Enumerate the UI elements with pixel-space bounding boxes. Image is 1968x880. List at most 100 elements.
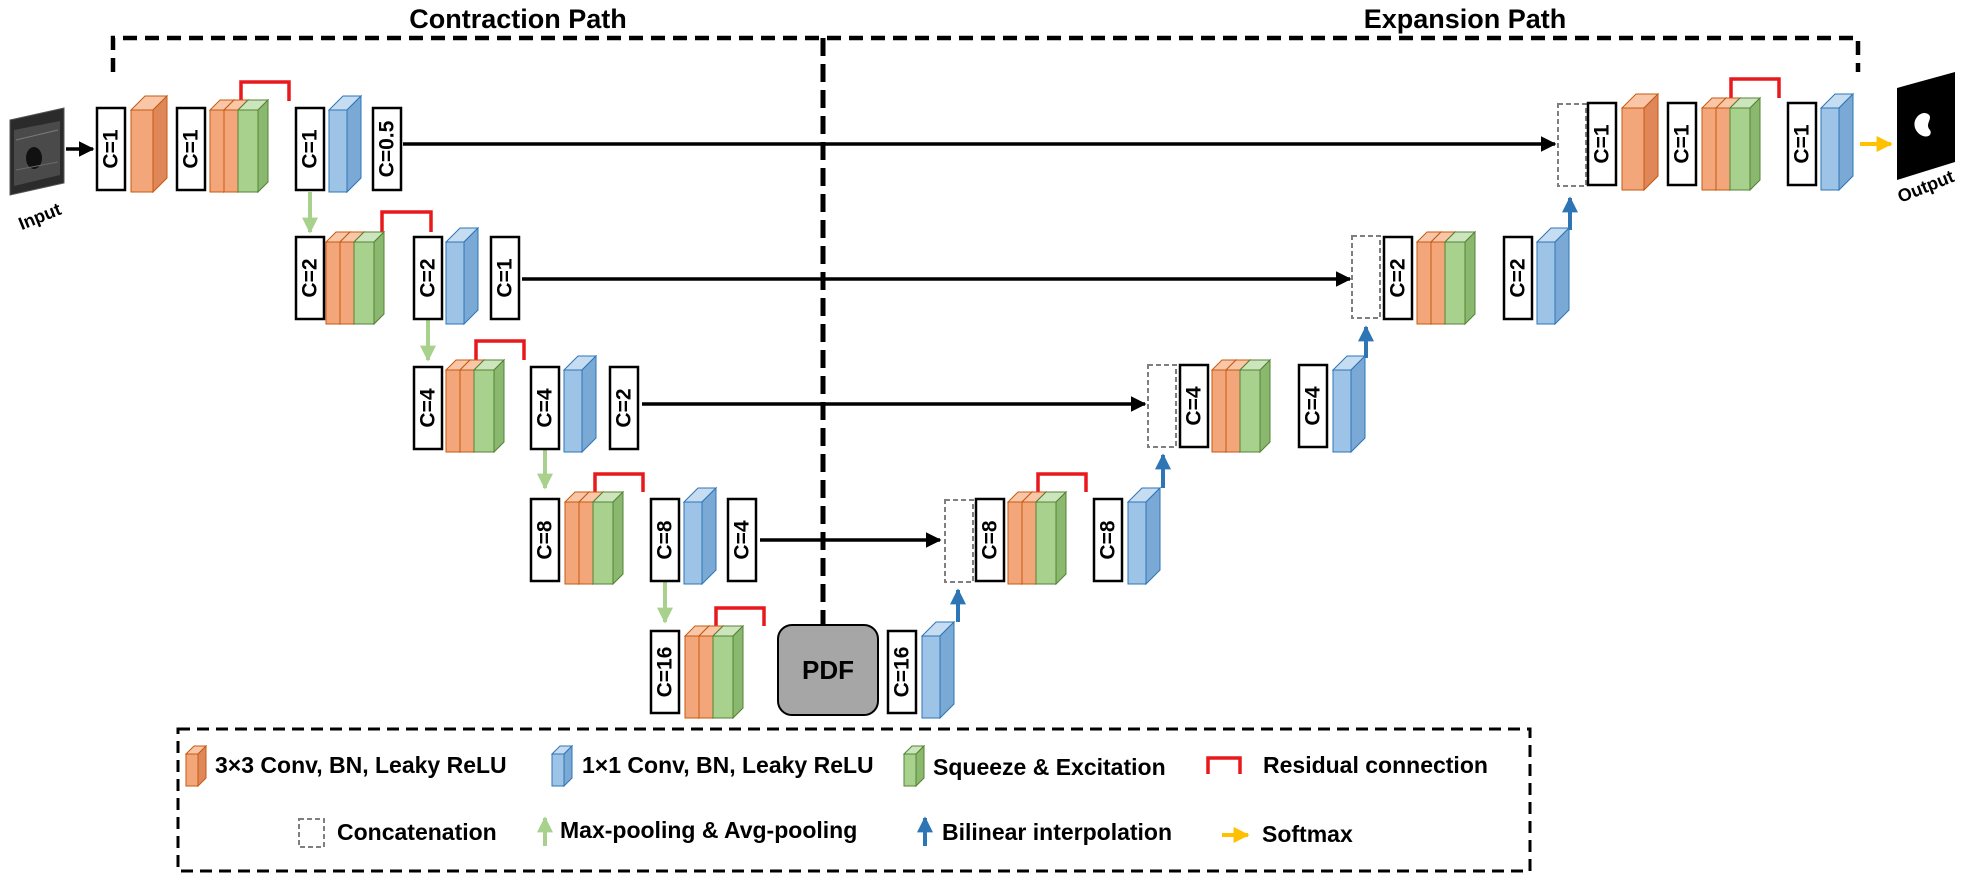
channel-label-text: C=4 [417,388,440,427]
se-block [352,230,386,326]
conv1-block [1535,226,1571,326]
conv1-block [327,94,363,194]
se-block [1238,358,1272,454]
residual-connection [239,80,291,101]
channel-label-text: C=2 [299,258,322,297]
channel-label-text: C=4 [731,520,754,559]
channel-label-text: C=1 [100,129,123,168]
channel-label: C=1 [1586,101,1618,187]
channel-label-text: C=4 [1302,386,1325,425]
se-block [236,98,270,194]
residual-connection [593,472,645,492]
channel-label: C=1 [175,106,207,192]
legend-conv3-label: 3×3 Conv, BN, Leaky ReLU [215,752,507,778]
channel-label-text: C=8 [979,520,1002,559]
se-block [1728,96,1762,192]
conv1-block [920,620,956,720]
channel-label-text: C=1 [1791,124,1814,163]
legend-concat-label: Concatenation [337,819,497,845]
legend-interp-label: Bilinear interpolation [942,819,1172,845]
pdf-label: PDF [802,655,854,685]
legend-concat-icon [298,818,325,848]
se-block [472,358,506,454]
channel-label: C=8 [974,497,1006,583]
residual-connection [1729,77,1781,98]
channel-label: C=1 [489,235,521,321]
channel-label-text: C=8 [654,520,677,559]
channel-label-text: C=16 [891,647,914,698]
channel-label: C=16 [649,629,681,715]
channel-label-text: C=2 [613,388,636,427]
channel-label-text: C=2 [417,258,440,297]
channel-label: C=8 [1092,497,1124,583]
channel-label-text: C=0.5 [376,120,399,177]
channel-label-text: C=1 [494,258,517,297]
concat-box [1147,364,1177,448]
legend-residual-icon [1206,756,1242,774]
channel-label-text: C=8 [1097,520,1120,559]
expansion-path-title: Expansion Path [1364,4,1567,34]
channel-label-text: C=16 [654,647,677,698]
output-image [1897,72,1955,180]
conv3-block [129,94,169,194]
se-block [591,490,625,586]
concat-box [1351,235,1381,319]
channel-label: C=4 [529,365,561,451]
legend: 3×3 Conv, BN, Leaky ReLU 1×1 Conv, BN, L… [176,727,1532,873]
se-block [1443,230,1477,326]
channel-label: C=1 [95,106,127,192]
channel-label-text: C=1 [299,129,322,168]
channel-label: C=4 [726,497,758,583]
channel-label-text: C=1 [180,129,203,168]
channel-label: C=2 [608,365,640,451]
channel-label: C=2 [412,235,444,321]
concat-box [944,499,974,583]
channel-label-text: C=4 [1183,386,1206,425]
input-image [9,107,65,196]
conv1-block [682,486,718,586]
residual-connection [474,339,526,360]
channel-label: C=2 [294,235,326,321]
channel-label: C=8 [529,497,561,583]
channel-label-text: C=2 [1387,258,1410,297]
conv3-block [184,744,208,788]
se-block [1034,490,1068,586]
legend-conv1-label: 1×1 Conv, BN, Leaky ReLU [582,752,874,778]
pdf-block [777,624,879,716]
legend-softmax-label: Softmax [1262,821,1353,847]
conv1-block [1819,92,1855,192]
legend-se-label: Squeeze & Excitation [933,754,1166,780]
channel-label: C=16 [886,629,918,715]
conv1-block [444,226,480,326]
residual-connection [380,210,433,232]
input-label: Input [16,199,64,234]
channel-label: C=1 [1666,101,1698,187]
channel-label: C=0.5 [371,106,403,192]
channel-label: C=4 [1178,363,1210,449]
se-block [711,624,745,720]
channel-label: C=1 [1786,101,1818,187]
channel-label: C=4 [1297,363,1329,449]
channel-label-text: C=4 [534,388,557,427]
conv1-block [550,744,574,788]
path-bracket [110,35,1861,72]
channel-label: C=8 [649,497,681,583]
conv1-block [562,354,598,454]
channel-label-text: C=8 [534,520,557,559]
channel-label: C=2 [1502,235,1534,321]
channel-label-text: C=2 [1507,258,1530,297]
residual-connection [1036,472,1088,492]
conv1-block [1126,486,1162,586]
legend-residual-label: Residual connection [1263,752,1488,778]
contraction-path-title: Contraction Path [409,4,627,34]
legend-pool-label: Max-pooling & Avg-pooling [560,817,857,843]
channel-label: C=4 [412,365,444,451]
channel-label-text: C=1 [1671,124,1694,163]
conv1-block [1331,354,1367,454]
conv3-block [1620,92,1660,192]
legend-frame [176,727,1532,873]
residual-connection [714,606,766,626]
channel-label-text: C=1 [1591,124,1614,163]
channel-label: C=2 [1382,235,1414,321]
